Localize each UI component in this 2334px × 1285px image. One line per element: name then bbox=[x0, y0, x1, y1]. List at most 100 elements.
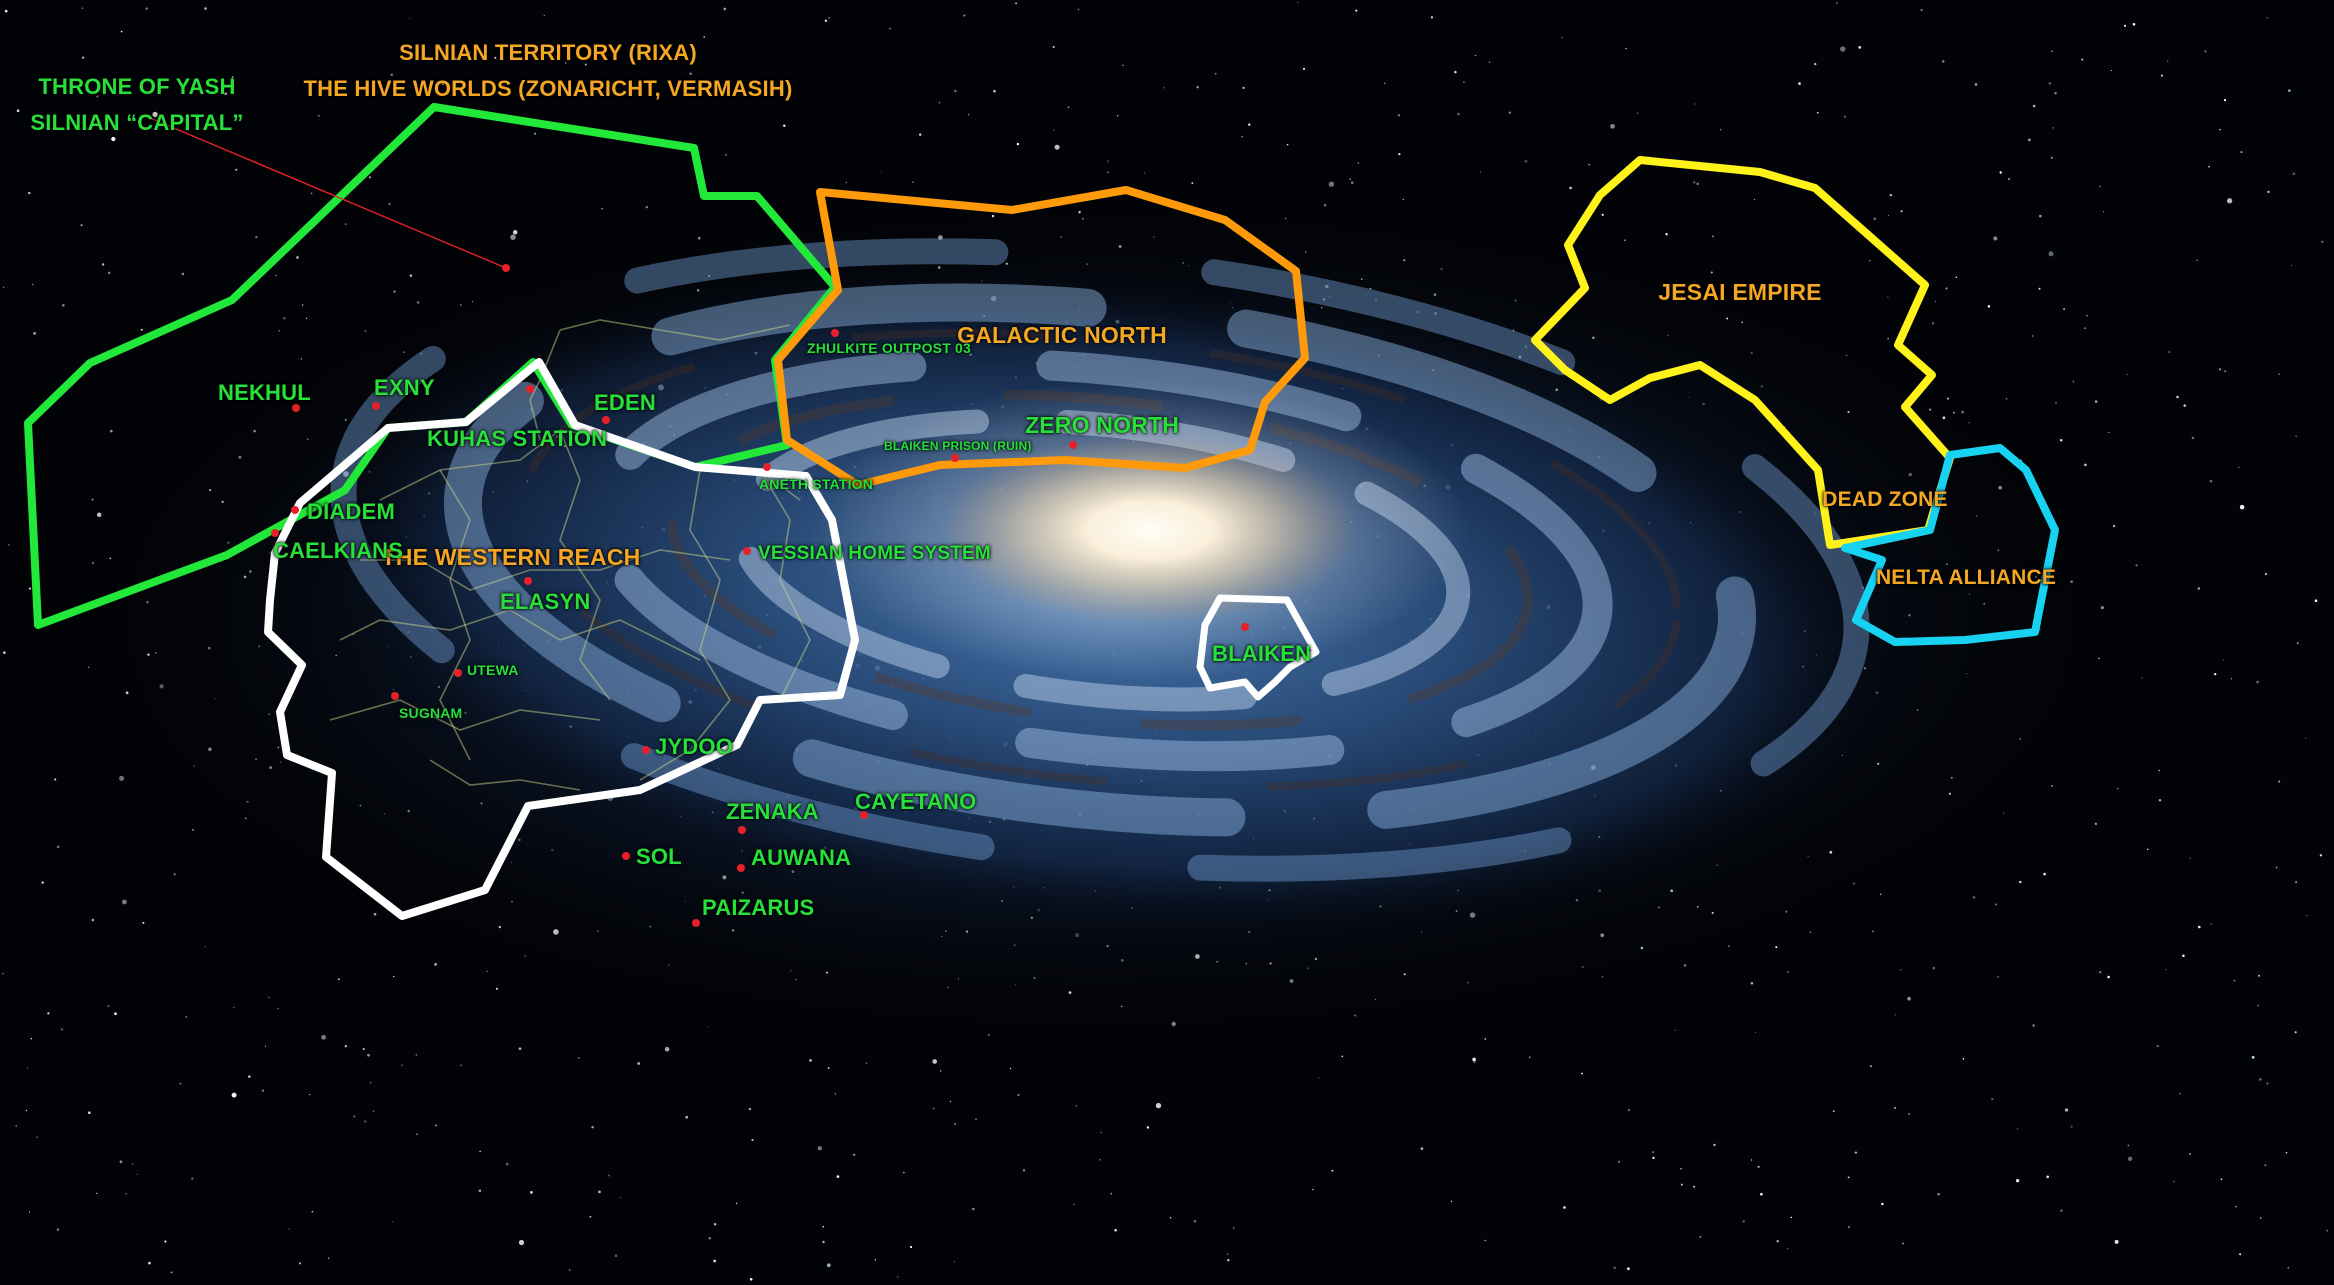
star bbox=[1052, 45, 1055, 49]
star bbox=[1902, 1242, 1904, 1245]
star bbox=[1636, 112, 1639, 114]
star bbox=[26, 1067, 29, 1069]
star bbox=[1009, 1067, 1012, 1070]
star bbox=[1832, 1110, 1835, 1113]
star bbox=[1627, 1108, 1631, 1112]
star bbox=[1484, 1239, 1486, 1242]
star bbox=[1889, 193, 1893, 197]
star bbox=[214, 124, 218, 128]
star bbox=[1972, 896, 1976, 899]
star bbox=[993, 89, 996, 93]
star bbox=[299, 1262, 302, 1265]
star bbox=[2176, 395, 2179, 399]
star bbox=[713, 1223, 717, 1226]
star bbox=[96, 95, 99, 98]
region-label-western-reach: THE WESTERN REACH bbox=[382, 544, 641, 570]
star bbox=[2305, 737, 2307, 739]
galaxy-disk bbox=[40, 180, 2160, 1060]
star bbox=[1488, 61, 1491, 63]
star bbox=[1054, 144, 1060, 150]
star bbox=[231, 1092, 237, 1098]
star bbox=[191, 1177, 194, 1180]
star bbox=[185, 1016, 187, 1018]
star bbox=[2165, 969, 2167, 971]
star bbox=[1945, 287, 1948, 290]
star bbox=[494, 56, 497, 59]
star bbox=[2183, 404, 2186, 407]
star bbox=[1993, 236, 1998, 241]
star bbox=[912, 181, 914, 183]
star bbox=[1454, 70, 1457, 74]
star bbox=[311, 192, 313, 194]
star bbox=[1077, 8, 1080, 11]
system-label-vessian-home: VESSIAN HOME SYSTEM bbox=[758, 543, 991, 564]
star bbox=[28, 191, 31, 195]
star bbox=[248, 1075, 251, 1078]
star bbox=[2275, 866, 2278, 869]
star bbox=[865, 1062, 868, 1064]
star bbox=[2295, 881, 2297, 883]
star bbox=[1854, 1151, 1858, 1154]
star bbox=[2055, 402, 2057, 404]
star bbox=[1114, 1228, 1117, 1232]
region-label-jesai-empire: JESAI EMPIRE bbox=[1658, 279, 1821, 305]
star bbox=[2226, 198, 2233, 204]
star bbox=[479, 1150, 481, 1153]
star bbox=[2182, 954, 2185, 958]
star bbox=[1625, 47, 1627, 50]
star bbox=[2204, 50, 2207, 53]
star bbox=[645, 206, 648, 209]
star bbox=[2103, 211, 2105, 213]
star bbox=[1331, 1169, 1334, 1172]
star bbox=[369, 1081, 372, 1084]
star bbox=[367, 1053, 370, 1057]
star bbox=[2251, 1056, 2255, 1059]
star bbox=[344, 1044, 348, 1048]
star bbox=[1652, 1156, 1655, 1160]
star bbox=[1754, 1032, 1756, 1034]
star bbox=[1931, 322, 1935, 325]
star bbox=[2072, 380, 2075, 383]
star bbox=[748, 1107, 752, 1111]
star bbox=[2032, 1024, 2035, 1027]
star bbox=[1754, 198, 1756, 201]
star bbox=[2259, 1078, 2262, 1081]
star bbox=[3, 651, 6, 654]
star bbox=[822, 1225, 825, 1228]
star bbox=[2296, 642, 2299, 644]
star bbox=[1508, 111, 1512, 114]
star bbox=[268, 996, 270, 999]
system-label-nekhul: NEKHUL bbox=[218, 380, 311, 405]
system-label-exny: EXNY bbox=[374, 375, 435, 400]
star bbox=[723, 7, 727, 11]
star bbox=[1894, 1106, 1897, 1109]
star bbox=[1920, 9, 1923, 12]
star bbox=[1107, 171, 1109, 174]
star bbox=[1563, 1206, 1566, 1209]
capital-annotation-line-1: THRONE OF YASH bbox=[38, 74, 235, 99]
star bbox=[1072, 1203, 1075, 1206]
star bbox=[510, 234, 516, 240]
star bbox=[949, 1100, 952, 1103]
star bbox=[2278, 780, 2281, 783]
star bbox=[518, 1239, 525, 1246]
star bbox=[179, 1082, 182, 1085]
star bbox=[2146, 848, 2149, 851]
blaiken-border bbox=[1196, 594, 1320, 701]
star bbox=[749, 1278, 753, 1281]
star bbox=[689, 72, 692, 75]
star bbox=[1999, 171, 2002, 174]
star bbox=[2043, 872, 2046, 876]
star bbox=[1871, 930, 1874, 933]
star bbox=[2107, 975, 2110, 979]
star bbox=[1847, 1226, 1851, 1229]
star bbox=[1887, 215, 1889, 217]
star bbox=[2264, 573, 2267, 575]
star bbox=[874, 1259, 877, 1261]
star bbox=[828, 16, 831, 19]
star bbox=[393, 975, 395, 978]
star bbox=[1942, 60, 1945, 63]
system-label-jydoo: JYDOO bbox=[655, 734, 733, 759]
star bbox=[2052, 127, 2054, 129]
